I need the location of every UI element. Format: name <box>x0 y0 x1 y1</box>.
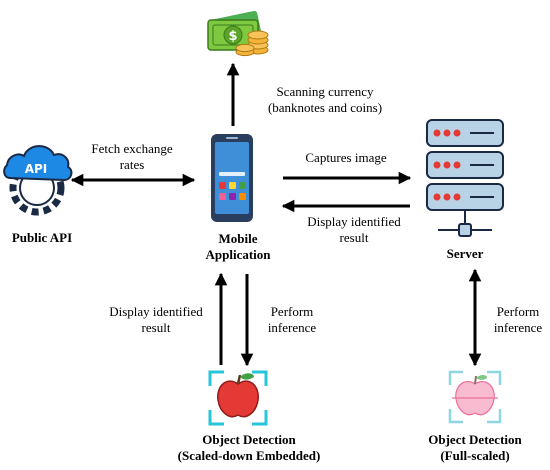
od-full-label-line1: Object Detection <box>428 432 522 447</box>
infer-server-label-line1: Perform <box>496 304 540 319</box>
od-embedded-label-line1: Object Detection <box>202 432 296 447</box>
apple-detection-full-icon <box>448 370 502 424</box>
dollar-symbol: $ <box>228 29 237 44</box>
display-od-label-line1: Display identified <box>109 304 203 319</box>
server-icon <box>426 119 504 237</box>
arrows <box>70 62 482 367</box>
mobile-app-label-line2: Application <box>205 247 271 262</box>
server-label: Server <box>446 246 484 261</box>
mobile-phone-icon <box>211 134 253 222</box>
display-server-label-line2: result <box>339 230 369 245</box>
api-cloud-icon: API <box>3 145 73 216</box>
mobile-app-label-line1: Mobile <box>218 231 258 246</box>
public-api-label: Public API <box>11 230 73 245</box>
display-od-label-line2: result <box>141 320 171 335</box>
currency-icon: $ <box>207 10 269 57</box>
od-embedded-label-line2: (Scaled-down Embedded) <box>177 448 321 463</box>
capture-label: Captures image <box>305 150 387 165</box>
infer-mobile-label-line2: inference <box>267 320 317 335</box>
scan-label-line2: (banknotes and coins) <box>267 100 383 115</box>
fetch-label-line1: Fetch exchange <box>91 141 173 156</box>
fetch-label-line2: rates <box>119 157 145 172</box>
apple-detection-embedded-icon <box>208 370 268 426</box>
scan-label-line1: Scanning currency <box>276 84 374 99</box>
infer-server-label-line2: inference <box>493 320 543 335</box>
od-full-label-line2: (Full-scaled) <box>440 448 510 463</box>
display-server-label-line1: Display identified <box>307 214 401 229</box>
infer-mobile-label-line1: Perform <box>270 304 314 319</box>
api-icon-text: API <box>25 162 48 176</box>
